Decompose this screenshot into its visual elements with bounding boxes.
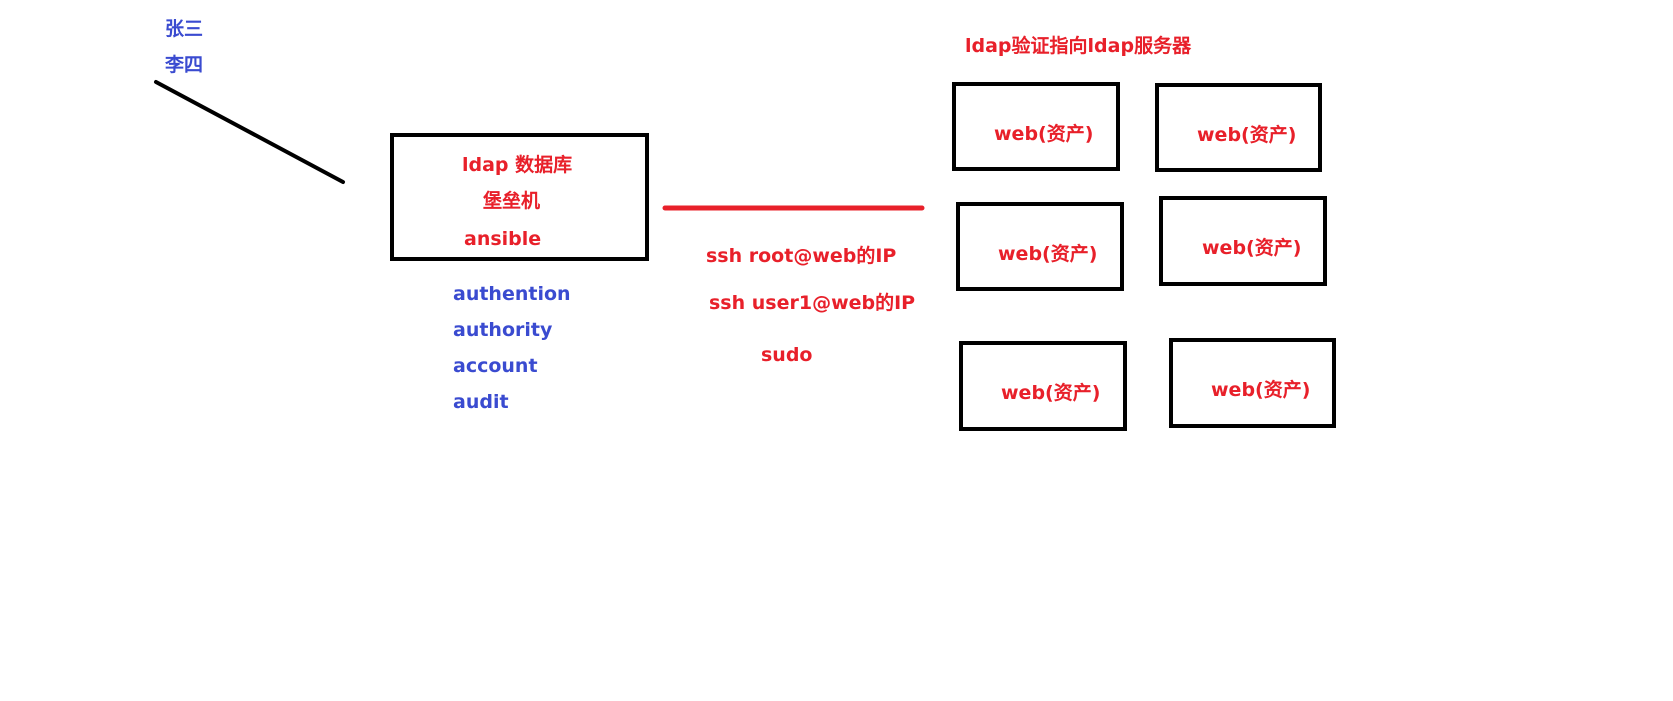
ldap-auth-note: ldap验证指向ldap服务器 <box>965 35 1192 57</box>
sudo-note: sudo <box>761 344 813 366</box>
bastion-host-label: 堡垒机 <box>483 190 541 212</box>
bastion-ldap-db-label: ldap 数据库 <box>462 154 573 176</box>
web-asset-label-1: web(资产) <box>994 123 1094 145</box>
web-asset-label-3: web(资产) <box>998 243 1098 265</box>
user-zhangsan: 张三 <box>165 18 204 40</box>
web-asset-label-6: web(资产) <box>1211 379 1311 401</box>
web-asset-box-4 <box>1159 196 1327 286</box>
web-asset-box-1 <box>952 82 1120 171</box>
user-lisi: 李四 <box>165 54 204 76</box>
web-asset-box-5 <box>959 341 1127 431</box>
user-to-bastion-line <box>154 80 345 184</box>
web-asset-label-5: web(资产) <box>1001 382 1101 404</box>
web-asset-box-2 <box>1155 83 1322 172</box>
bastion-box <box>390 133 649 261</box>
aaa-item-account: account <box>453 355 538 377</box>
aaa-item-authention: authention <box>453 283 571 305</box>
web-asset-box-3 <box>956 202 1124 291</box>
web-asset-box-6 <box>1169 338 1336 428</box>
bastion-ansible-label: ansible <box>464 228 542 250</box>
web-asset-label-4: web(资产) <box>1202 237 1302 259</box>
web-asset-label-2: web(资产) <box>1197 124 1297 146</box>
ssh-user1-note: ssh user1@web的IP <box>709 292 916 314</box>
aaa-item-authority: authority <box>453 319 553 341</box>
aaa-item-audit: audit <box>453 391 509 413</box>
ssh-root-note: ssh root@web的IP <box>706 245 897 267</box>
